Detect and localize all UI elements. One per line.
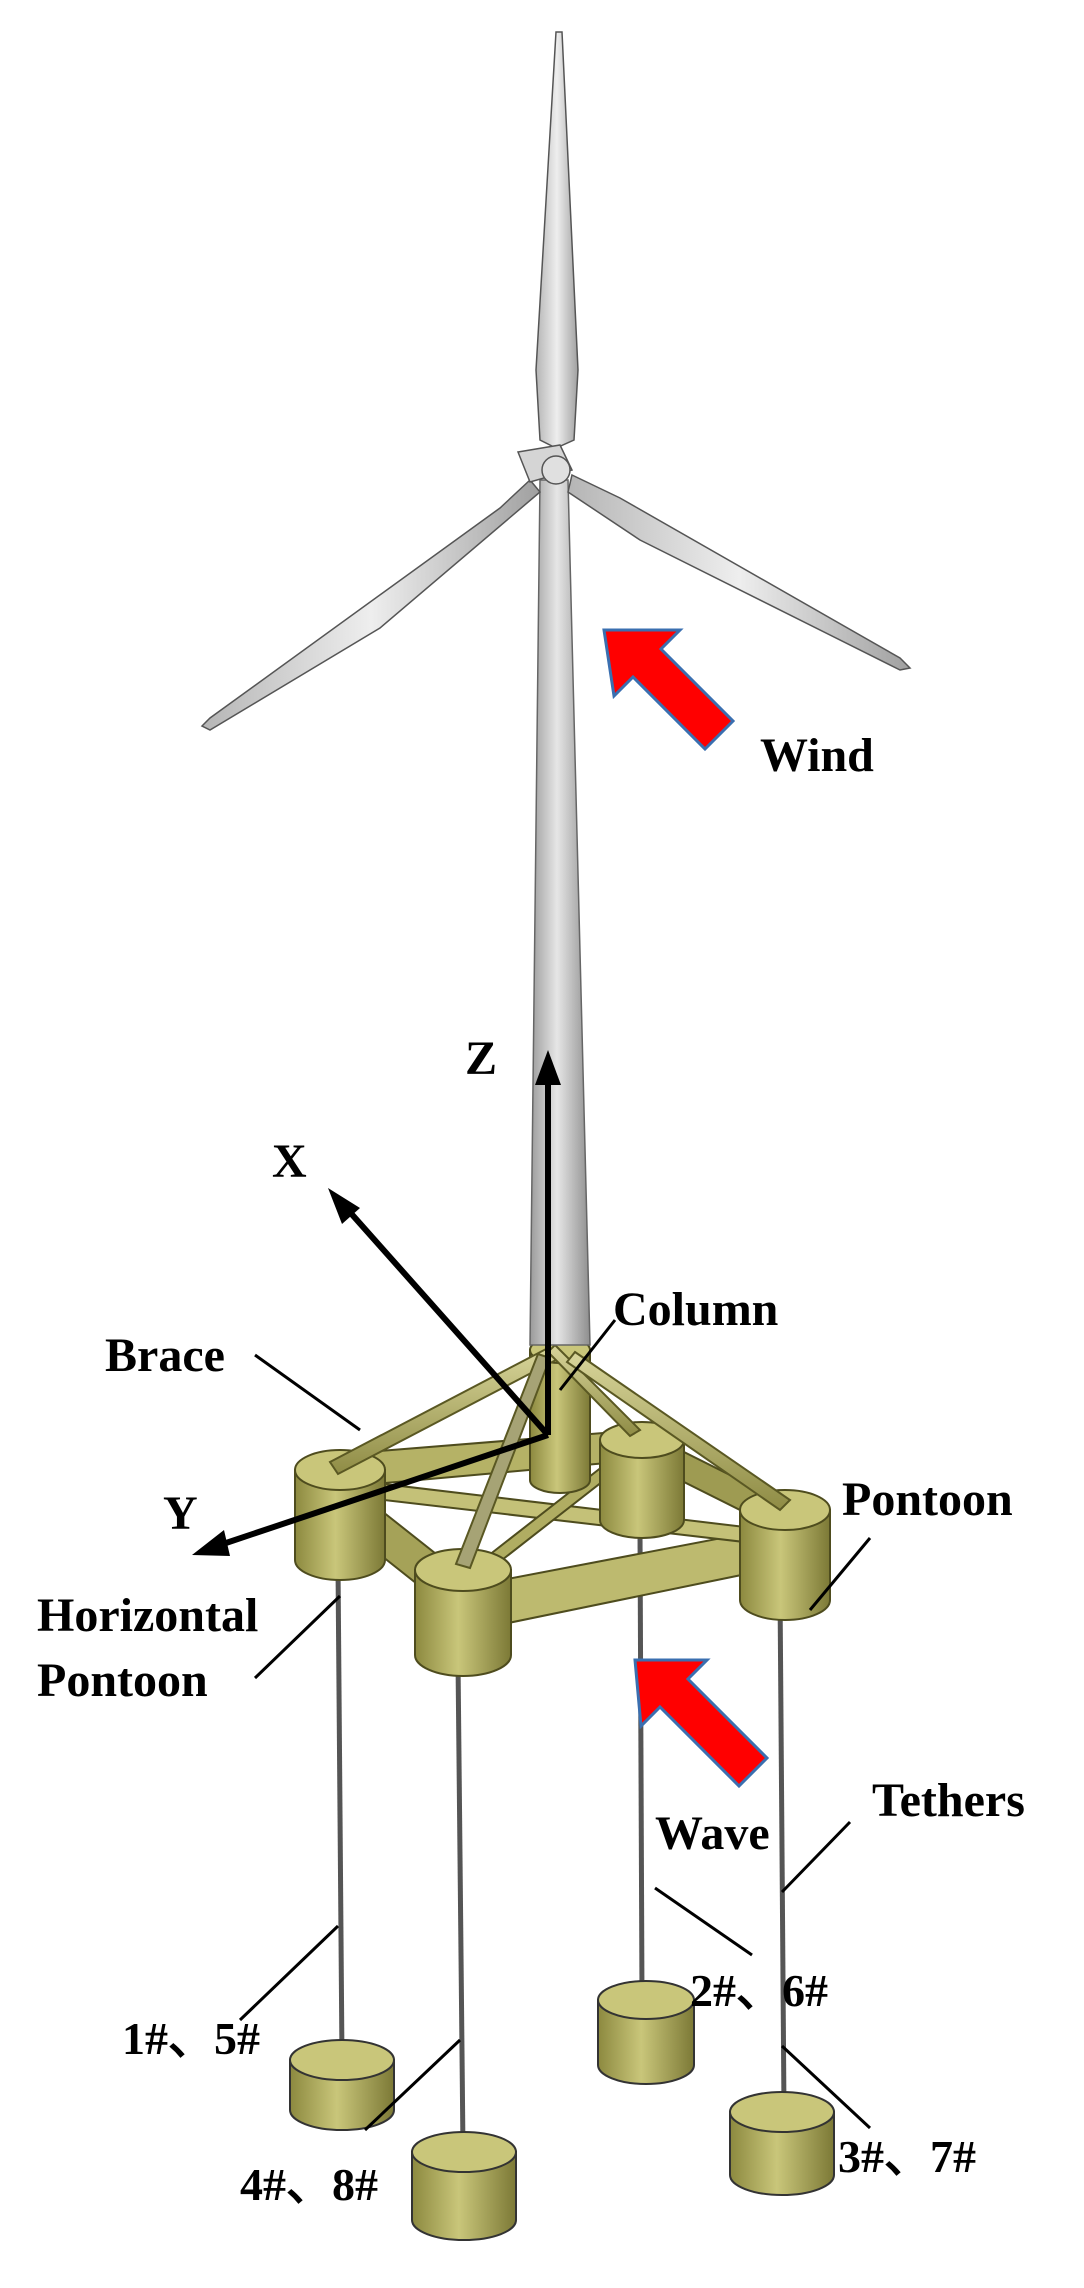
label-tether-1-5: 1#、5# (122, 2013, 260, 2064)
label-tether-3-7: 3#、7# (838, 2131, 976, 2182)
corner-pontoon-front (414, 1548, 512, 1677)
leader-pontoon (808, 1537, 872, 1611)
label-tether-4-8: 4#、8# (240, 2159, 378, 2210)
tether-3-7 (777, 1589, 787, 2111)
leader-tethers (780, 1820, 852, 1894)
label-brace: Brace (105, 1329, 225, 1382)
axis-z-arrowhead (535, 1050, 561, 1085)
axis-y-line (219, 1432, 549, 1548)
wind-arrow (602, 628, 736, 752)
tether-4-8 (455, 1659, 466, 2151)
corner-pontoon-right (739, 1489, 831, 1621)
leader-3-7 (780, 2044, 872, 2130)
label-wind: Wind (760, 729, 874, 782)
axis-y-arrowhead (192, 1530, 230, 1556)
label-tether-2-6: 2#、6# (690, 1965, 828, 2016)
label-axis-y: Y (163, 1487, 198, 1540)
tether-2-6 (637, 1529, 645, 2001)
label-horizontal-pontoon-line1: Horizontal (37, 1589, 259, 1642)
platform-hull (294, 1336, 831, 1677)
label-axis-x: X (272, 1135, 307, 1188)
label-horizontal-pontoon-line2: Pontoon (37, 1654, 208, 1707)
wave-arrow (633, 1658, 770, 1789)
tower (529, 479, 591, 1346)
anchor-1-5 (289, 2039, 395, 2131)
tether-1-5 (335, 1564, 345, 2061)
braces (328, 1343, 792, 1570)
hub (541, 455, 571, 485)
label-column: Column (613, 1283, 779, 1336)
coordinate-axes (192, 1050, 561, 1556)
leader-4-8 (363, 2038, 462, 2132)
axis-x-line (345, 1208, 551, 1437)
axis-x-arrowhead (328, 1188, 360, 1224)
label-wave: Wave (655, 1807, 770, 1860)
leader-lines (238, 1319, 872, 2132)
blade-up (535, 31, 579, 449)
leader-column (558, 1319, 617, 1391)
anchor-3-7 (729, 2091, 835, 2196)
blade-left (200, 478, 542, 731)
label-tethers: Tethers (872, 1774, 1025, 1827)
brace-right (565, 1350, 792, 1512)
leader-brace (254, 1353, 361, 1432)
label-pontoon: Pontoon (842, 1473, 1013, 1526)
tethers (335, 1529, 787, 2151)
leader-horizontal-pontoon (253, 1594, 342, 1680)
label-axis-z: Z (465, 1032, 498, 1085)
leader-2-6 (654, 1886, 753, 1957)
anchors (289, 1980, 835, 2241)
blade-right (567, 473, 912, 671)
rotor (200, 31, 912, 731)
anchor-2-6 (597, 1980, 695, 2085)
anchor-4-8 (411, 2131, 517, 2241)
leader-1-5 (238, 1924, 340, 2022)
corner-pontoon-back (599, 1421, 685, 1539)
